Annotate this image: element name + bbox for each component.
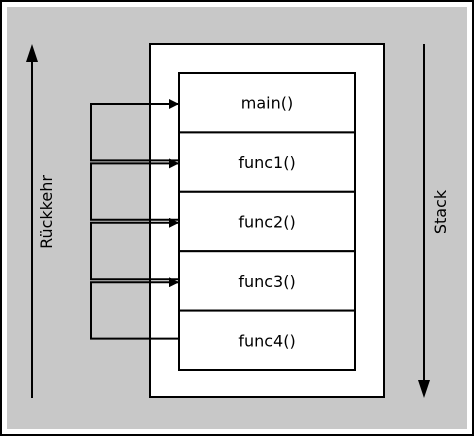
return-label: Rückkehr (37, 175, 56, 249)
stack-frames: main() func1() func2() func3() func4() (178, 72, 356, 372)
stack-frame-label: func3() (238, 272, 295, 291)
stack-frame-box (178, 72, 356, 134)
stack-frame-label: func1() (238, 153, 295, 172)
return-arrowhead-icon (26, 44, 38, 62)
stack-frame: main() (178, 72, 356, 134)
stack-frame-box (178, 309, 356, 372)
stack-frame: func4() (178, 309, 356, 372)
stack-frame: func1() (178, 131, 356, 193)
return-arrow (90, 158, 179, 221)
return-arrow (90, 217, 179, 281)
return-arrow (90, 99, 179, 162)
stack-frame-label: func4() (238, 331, 295, 350)
stack-frame: func3() (178, 250, 356, 312)
stack-arrowhead-icon (418, 380, 430, 398)
return-arrow (90, 277, 179, 340)
return-arrows (90, 99, 179, 340)
stack-frame-label: func2() (238, 213, 295, 232)
stack-frame-label: main() (241, 94, 293, 113)
stack-label: Stack (431, 189, 450, 234)
stack-frame: func2() (178, 190, 356, 253)
